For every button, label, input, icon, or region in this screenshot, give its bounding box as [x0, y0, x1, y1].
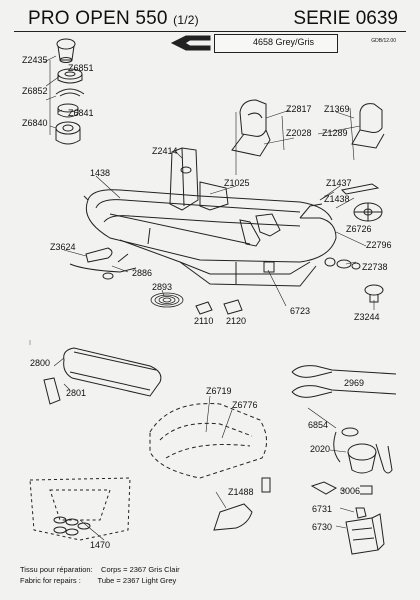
diagram-title: PRO OPEN 550 (1/2): [28, 8, 199, 29]
part-label-2801: 2801: [66, 388, 87, 398]
seat-z1369: [351, 103, 385, 149]
part-label-2020: 2020: [310, 444, 331, 454]
strap-2886: [69, 253, 137, 273]
repair-fabric-line-en: Fabric for repairs : Tube = 2367 Light G…: [20, 576, 177, 585]
fitting-z6841: [57, 103, 79, 118]
part-label-z2796: Z2796: [366, 240, 392, 250]
steering-wheel-z6726: [353, 202, 383, 222]
seat-bracket-6730: [345, 513, 385, 555]
part-label-3006: 3006: [340, 486, 361, 496]
part-label-z6841: Z6841: [68, 108, 94, 118]
part-label-z1025: Z1025: [224, 178, 250, 188]
handle-z3624: [85, 247, 113, 263]
color-arrow-icon: [170, 35, 211, 51]
part-label-z2817: Z2817: [286, 104, 312, 114]
part-label-2969: 2969: [344, 378, 365, 388]
patch-2120: [223, 299, 243, 315]
part-label-z6851: Z6851: [68, 63, 94, 73]
inflatable-floor-z6719: [149, 403, 267, 479]
part-label-z1438: Z1438: [324, 194, 350, 204]
part-label-z2028: Z2028: [286, 128, 312, 138]
part-label-2800: 2800: [30, 358, 51, 368]
part-label-z6776: Z6776: [232, 400, 258, 410]
part-label-z6840: Z6840: [22, 118, 48, 128]
color-legend-label: 4658 Grey/Gris: [253, 37, 315, 47]
valve-z2738: [324, 257, 361, 270]
part-label-6854: 6854: [308, 420, 329, 430]
serie-number: SERIE 0639: [293, 8, 398, 29]
part-label-z6852: Z6852: [22, 86, 48, 96]
fitting-z6852: [55, 88, 85, 97]
bolt-3006: [310, 481, 373, 495]
cleat-z1437: [340, 183, 380, 195]
part-label-2893: 2893: [152, 282, 173, 292]
drain-z3244: [364, 284, 384, 303]
pump-2020: [333, 427, 393, 474]
patch-2110: [195, 301, 213, 315]
fitting-z2435: [56, 38, 76, 63]
part-label-2886: 2886: [132, 268, 153, 278]
console-z2414: [169, 147, 229, 211]
rope-coil-2893: [150, 292, 184, 308]
bracket-6731: [355, 507, 367, 519]
boat-hull: [83, 189, 337, 287]
part-label-6723: 6723: [290, 306, 311, 316]
color-legend: 4658 Grey/Gris: [214, 34, 338, 53]
part-label-z2738: Z2738: [362, 262, 388, 272]
header-rule: [14, 31, 406, 32]
part-label-z2435: Z2435: [22, 55, 48, 65]
fitting-z6851: [57, 68, 83, 84]
tube-section-2800: [43, 347, 162, 405]
repair-fabric-line-fr: Tissu pour réparation: Corps = 2367 Gris…: [20, 565, 180, 574]
part-label-z1437: Z1437: [326, 178, 352, 188]
part-label-z6719: Z6719: [206, 386, 232, 396]
part-label-z1369: Z1369: [324, 104, 350, 114]
oars-2969: [291, 365, 397, 398]
seat-z2817: [231, 99, 271, 157]
part-label-z3244: Z3244: [354, 312, 380, 322]
part-label-1438: 1438: [90, 168, 111, 178]
part-label-z1289: Z1289: [322, 128, 348, 138]
part-label-z3624: Z3624: [50, 242, 76, 252]
plate-z1488: [213, 503, 253, 531]
part-label-z2414: Z2414: [152, 146, 178, 156]
fitting-z6840: [55, 121, 81, 145]
part-label-2110: 2110: [194, 316, 214, 326]
part-label-z1488: Z1488: [228, 487, 254, 497]
part-label-2120: 2120: [226, 316, 247, 326]
part-label-6731: 6731: [312, 504, 333, 514]
part-label-6730: 6730: [312, 522, 333, 532]
part-label-z6726: Z6726: [346, 224, 372, 234]
document-code: GDB/12.00: [371, 38, 396, 44]
transom-1470: [29, 477, 131, 541]
part-label-1470: 1470: [90, 540, 111, 550]
